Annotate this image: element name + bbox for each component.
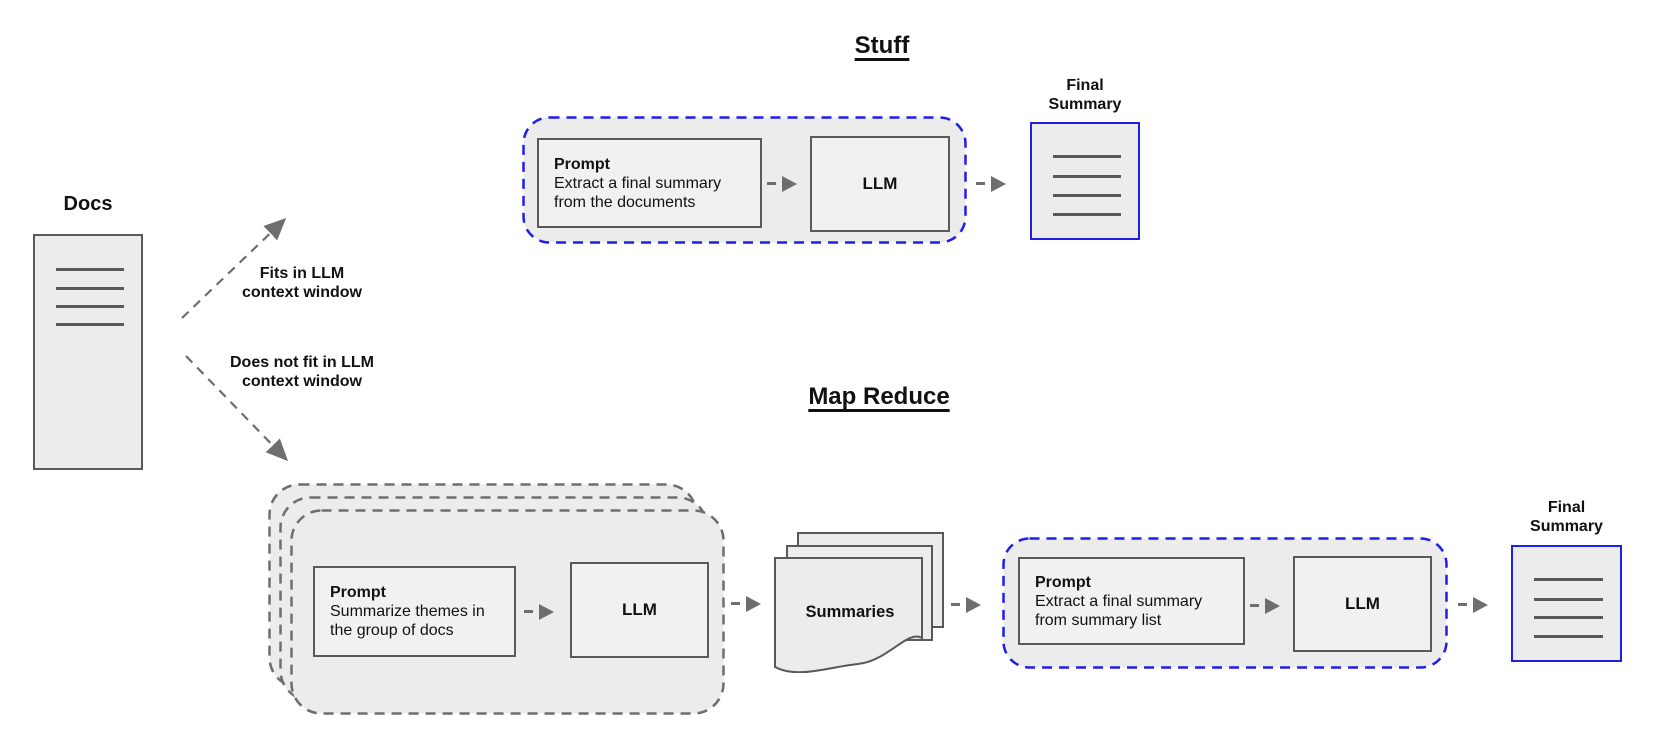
map-prompt-box: Prompt Summarize themes in the group of … (313, 566, 516, 657)
map-to-summaries-arrow (731, 595, 761, 612)
doc-text-line (1053, 194, 1121, 197)
fits-arrow (181, 217, 287, 319)
fits-label: Fits in LLM context window (242, 265, 362, 301)
reduce-prompt-to-llm-arrow (1250, 597, 1280, 614)
summaries-to-reduce-arrow (951, 596, 981, 613)
does-not-fit-label: Does not fit in LLM context window (230, 354, 374, 390)
map-reduce-final-summary-icon (1511, 545, 1622, 662)
map-reduce-final-summary-label: Final Summary (1530, 499, 1603, 535)
stuff-final-summary-label: Final Summary (1048, 77, 1122, 113)
doc-text-line (1534, 578, 1603, 581)
doc-text-line (1534, 616, 1603, 619)
doc-text-line (56, 323, 124, 326)
stuff-prompt-body: Extract a final summary from the documen… (554, 174, 722, 211)
reduce-llm-box: LLM (1293, 556, 1432, 652)
doc-text-line (1053, 155, 1121, 158)
map-prompt-title: Prompt (330, 584, 386, 601)
reduce-prompt-title: Prompt (1035, 573, 1091, 591)
stuff-llm-box: LLM (810, 136, 950, 232)
reduce-to-final-arrow (1458, 596, 1488, 613)
branch-arrows (181, 217, 289, 462)
doc-text-line (56, 287, 124, 290)
docs-document-icon (33, 234, 143, 470)
map-llm-box: LLM (570, 562, 709, 658)
stuff-prompt-to-llm-arrow (767, 175, 797, 192)
map-prompt-to-llm-arrow (524, 603, 554, 620)
reduce-prompt-body: Extract a final summary from summary lis… (1035, 592, 1203, 629)
doc-text-line (1053, 213, 1121, 216)
summaries-label: Summaries (805, 603, 895, 621)
map-prompt-body: Summarize themes in the group of docs (330, 603, 485, 639)
stuff-to-final-arrow (976, 175, 1006, 192)
stuff-final-summary-icon (1030, 122, 1140, 240)
stuff-prompt-title: Prompt (554, 155, 610, 173)
stuff-title: Stuff (854, 32, 910, 59)
stuff-prompt-box: Prompt Extract a final summary from the … (537, 138, 762, 228)
docs-label: Docs (63, 193, 113, 215)
reduce-prompt-box: Prompt Extract a final summary from summ… (1018, 557, 1245, 645)
does-not-fit-arrow (185, 355, 289, 462)
doc-text-line (1534, 635, 1603, 638)
summaries-stack-icon (774, 532, 944, 673)
doc-text-line (56, 305, 124, 308)
doc-text-line (1053, 175, 1121, 178)
map-reduce-title: Map Reduce (808, 383, 950, 410)
doc-text-line (56, 268, 124, 271)
doc-text-line (1534, 598, 1603, 601)
